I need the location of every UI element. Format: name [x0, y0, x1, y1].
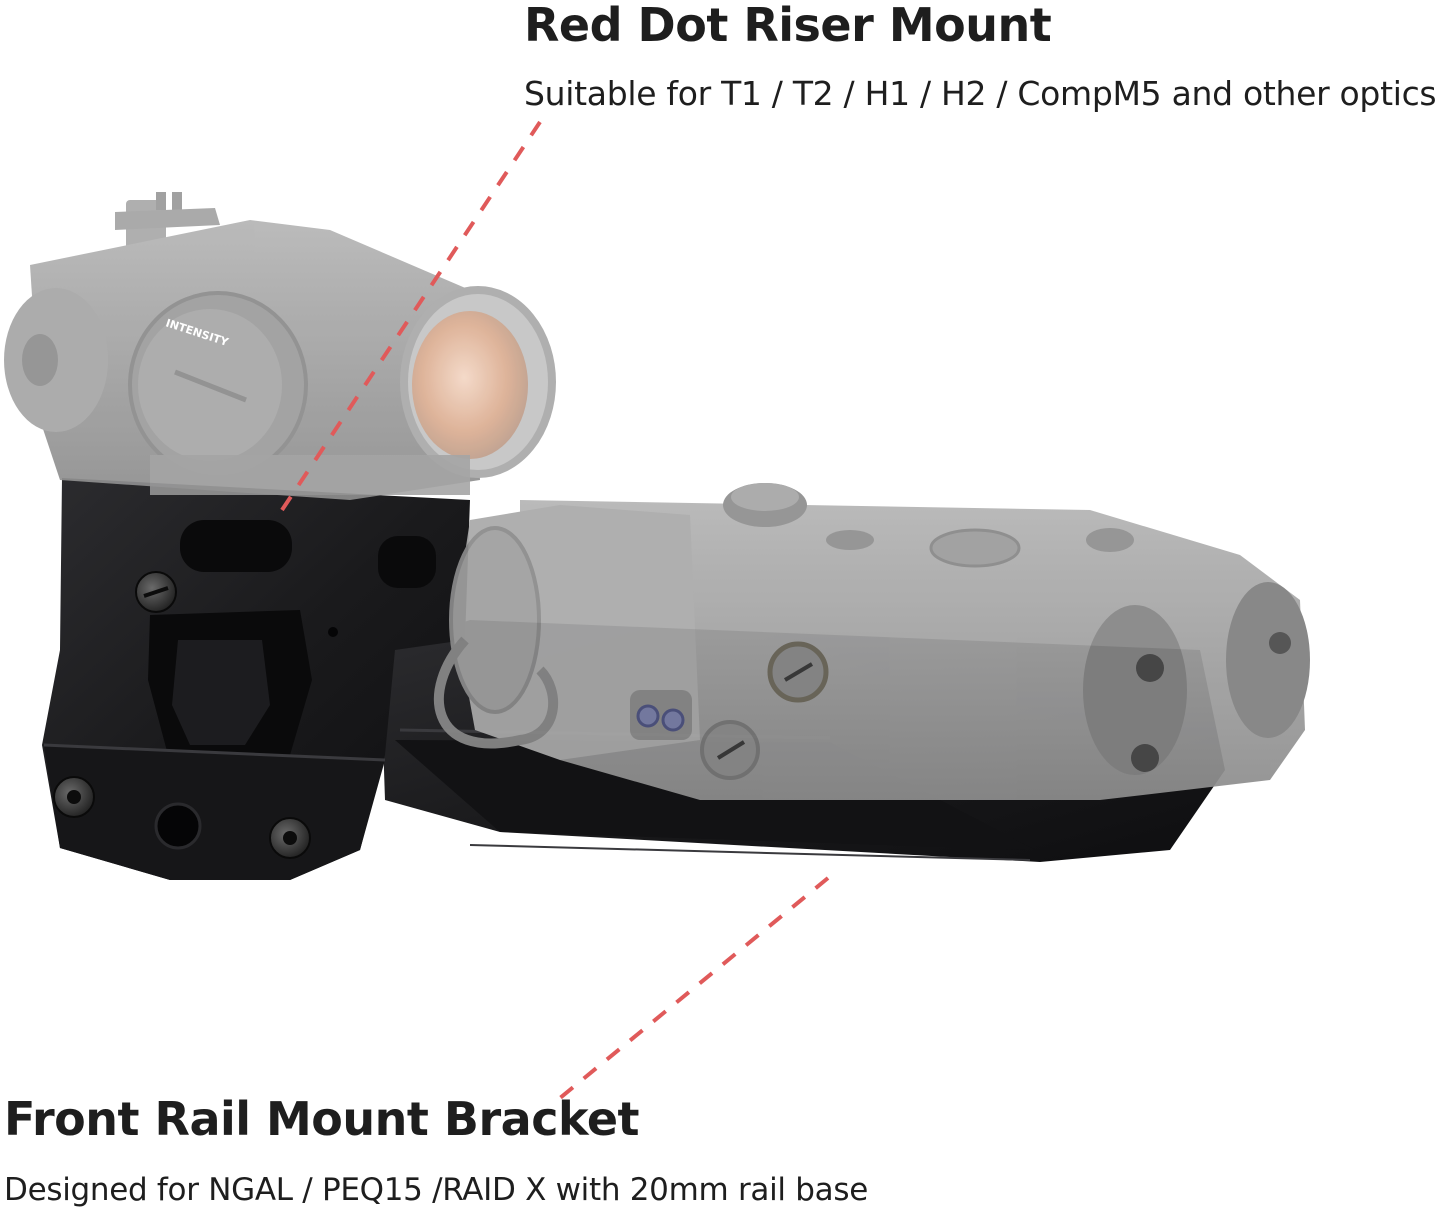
rear-port: [1083, 605, 1187, 775]
emitter-cap: [449, 526, 541, 714]
clamp-hole: [154, 802, 202, 850]
rear-port: [1226, 582, 1310, 738]
riser-mount-subtitle: Suitable for T1 / T2 / H1 / H2 / CompM5 …: [524, 74, 1436, 113]
riser-mount-body: [42, 478, 470, 880]
optic-lens: [412, 311, 528, 459]
blue-screw-icon: [636, 704, 660, 728]
rail-bracket-title: Front Rail Mount Bracket: [4, 1092, 640, 1146]
leader-line-bottom: [558, 876, 830, 1100]
rail-bracket-subtitle: Designed for NGAL / PEQ15 /RAID X with 2…: [4, 1172, 868, 1208]
blue-screw-icon: [661, 708, 685, 732]
riser-mount-title: Red Dot Riser Mount: [524, 0, 1052, 52]
riser-slot: [180, 520, 292, 572]
product-illustration: INTENSITY: [4, 120, 1310, 1100]
mode-button: [929, 528, 1021, 568]
riser-slot: [378, 536, 436, 588]
red-dot-optic-ghost: INTENSITY: [4, 192, 556, 500]
product-image: INTENSITY: [4, 0, 1436, 1208]
lanyard-loop: [433, 636, 558, 749]
mode-button: [1086, 528, 1134, 552]
laser-device-ghost: [433, 483, 1310, 800]
